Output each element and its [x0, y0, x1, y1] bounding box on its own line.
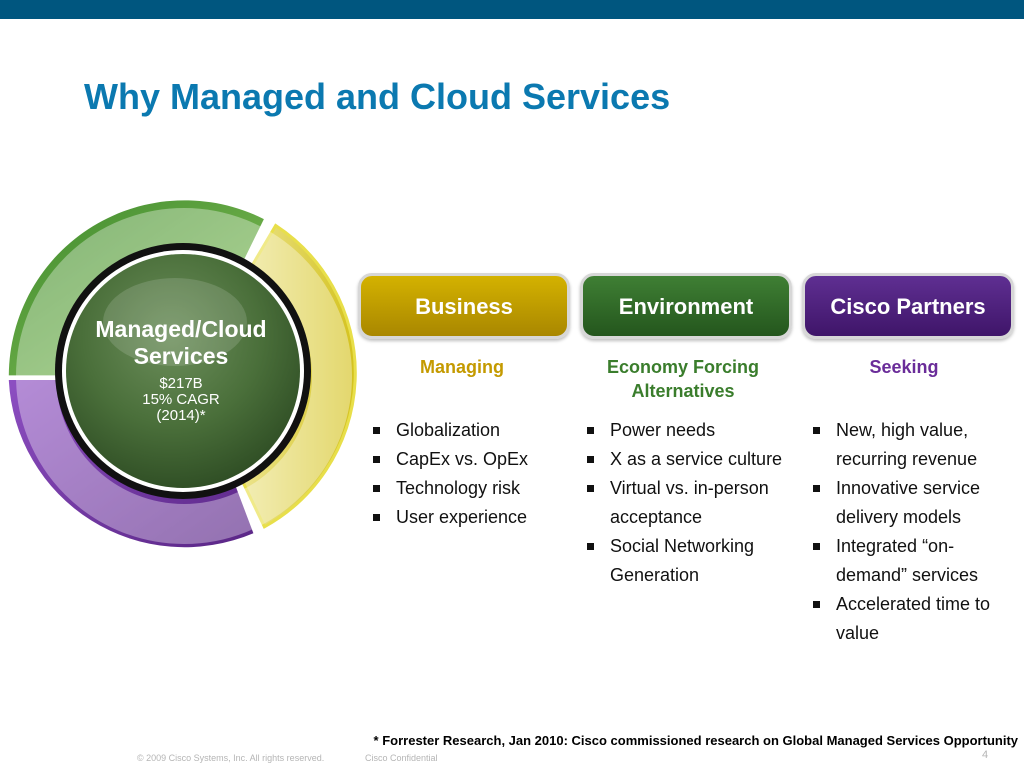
environment-subheading-line-2: Alternatives — [631, 381, 735, 401]
list-item: Innovative service delivery models — [810, 474, 1015, 532]
environment-bullet-list: Power needs X as a service culture Virtu… — [584, 416, 784, 590]
business-bullet-list: Globalization CapEx vs. OpEx Technology … — [370, 416, 560, 532]
environment-subheading-line-1: Economy Forcing — [606, 357, 759, 377]
header-bar — [0, 0, 1024, 19]
ring-cagr: 15% CAGR — [142, 391, 220, 408]
partners-header-pill: Cisco Partners — [802, 273, 1014, 339]
page-number: 4 — [982, 749, 989, 761]
list-item: Power needs — [584, 416, 784, 445]
business-subheading: Managing — [356, 355, 568, 379]
ring-market-value: $217B — [159, 375, 203, 392]
list-item: Accelerated time to value — [810, 590, 1015, 648]
source-footnote: * Forrester Research, Jan 2010: Cisco co… — [373, 733, 1018, 748]
copyright-notice: © 2009 Cisco Systems, Inc. All rights re… — [137, 753, 325, 763]
list-item: Technology risk — [370, 474, 560, 503]
list-item: Virtual vs. in-person acceptance — [584, 474, 784, 532]
partners-subheading-line-1: Seeking — [869, 357, 939, 377]
list-item: CapEx vs. OpEx — [370, 445, 560, 474]
environment-header-pill: Environment — [580, 273, 792, 339]
list-item: X as a service culture — [584, 445, 784, 474]
list-item: Integrated “on-demand” services — [810, 532, 1015, 590]
confidential-label: Cisco Confidential — [365, 753, 438, 763]
ring-title-line-2: Services — [133, 343, 229, 369]
list-item: Social Networking Generation — [584, 532, 784, 590]
partners-bullet-list: New, high value, recurring revenue Innov… — [810, 416, 1015, 648]
slide-title: Why Managed and Cloud Services — [84, 76, 671, 117]
list-item: User experience — [370, 503, 560, 532]
ring-title-line-1: Managed/Cloud — [95, 316, 267, 342]
business-header-pill: Business — [358, 273, 570, 339]
market-ring-graphic — [8, 200, 357, 548]
list-item: Globalization — [370, 416, 560, 445]
list-item: New, high value, recurring revenue — [810, 416, 1015, 474]
ring-center-label: Managed/Cloud Services $217B 15% CAGR (2… — [70, 316, 292, 424]
environment-subheading: Economy Forcing Alternatives — [577, 355, 789, 403]
ring-year: (2014)* — [156, 407, 206, 424]
partners-subheading: Seeking — [798, 355, 1010, 379]
business-subheading-line-1: Managing — [420, 357, 504, 377]
